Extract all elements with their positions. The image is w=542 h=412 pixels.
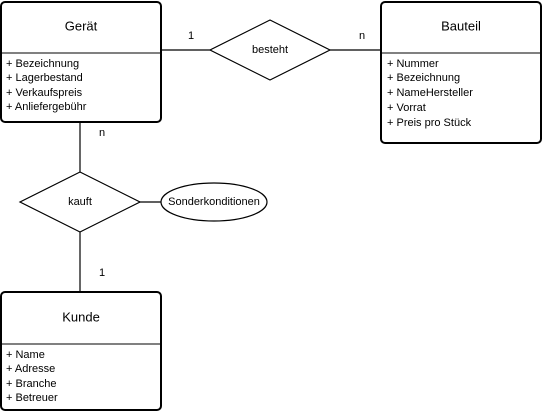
entity-bauteil-attribute: + Bezeichnung [387,72,460,84]
relationship-besteht[interactable]: besteht [208,19,332,81]
entity-kunde-attribute: + Betreuer [6,392,58,404]
relationship-kauft-label: kauft [68,196,92,208]
entity-kunde-title: Kunde [62,309,100,324]
relationship-besteht-label: besteht [252,44,288,56]
entity-geraet-box [0,1,162,123]
entity-geraet[interactable]: Gerät + Bezeichnung + Lagerbestand + Ver… [0,1,162,123]
entity-geraet-title: Gerät [65,18,98,33]
entity-bauteil-title: Bauteil [441,18,481,33]
attribute-sonderkonditionen[interactable]: Sonderkonditionen [160,182,268,222]
entity-bauteil-box [380,1,542,144]
cardinality-besteht-bauteil: n [359,30,365,42]
cardinality-besteht-geraet: 1 [188,30,194,42]
entity-bauteil-attribute: + Preis pro Stück [387,117,472,129]
attribute-sonderkonditionen-label: Sonderkonditionen [168,196,260,208]
entity-bauteil-attribute: + Nummer [387,58,439,70]
entity-bauteil[interactable]: Bauteil + Nummer + Bezeichnung + NameHer… [380,1,542,144]
relationship-kauft[interactable]: kauft [18,171,142,233]
entity-kunde-attribute: + Branche [6,378,56,390]
entity-geraet-attribute: + Bezeichnung [6,58,79,70]
attribute-sonderkonditionen-ellipse [160,182,268,222]
entity-bauteil-attribute: + Vorrat [387,102,426,114]
entity-bauteil-attribute: + NameHersteller [387,87,473,99]
entity-kunde-attribute: + Name [6,349,45,361]
cardinality-kauft-kunde: 1 [99,267,105,279]
entity-geraet-attribute: + Verkaufspreis [6,87,83,99]
entity-kunde[interactable]: Kunde + Name + Adresse + Branche + Betre… [0,291,162,411]
entity-kunde-box [0,291,162,411]
entity-kunde-attribute: + Adresse [6,363,55,375]
cardinality-kauft-geraet: n [99,127,105,139]
relationship-besteht-diamond [208,19,332,81]
entity-geraet-attribute: + Anliefergebühr [6,101,87,113]
relationship-kauft-diamond [18,171,142,233]
entity-geraet-attribute: + Lagerbestand [6,72,83,84]
